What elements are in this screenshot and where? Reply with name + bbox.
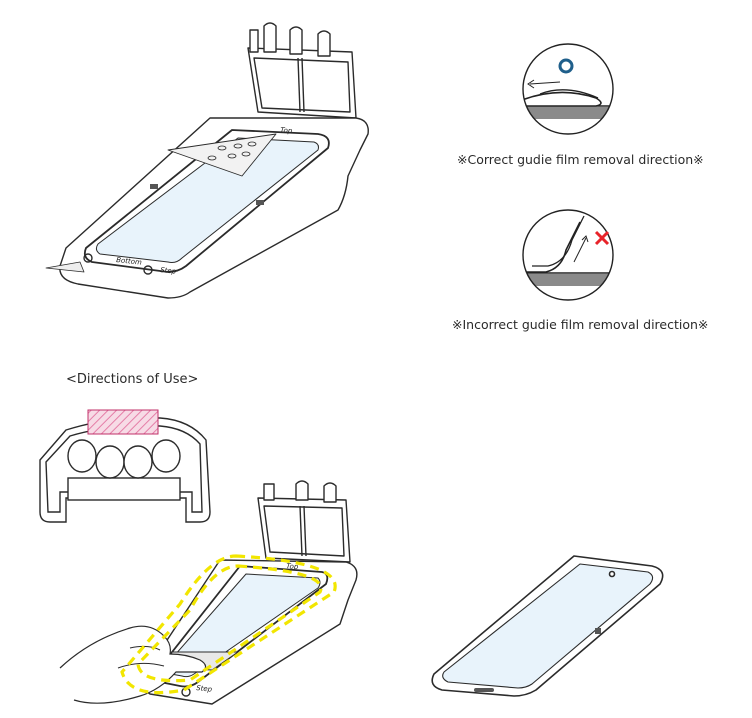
correct-mark-icon <box>558 58 574 74</box>
tray2-step-label: Step <box>196 684 213 694</box>
hatched-contact-area <box>87 409 159 435</box>
incorrect-direction-diagram <box>522 209 614 301</box>
tray-step-label: Step <box>160 266 177 276</box>
tray-bottom-label: Bottom <box>116 256 143 267</box>
phone-screen <box>95 137 319 263</box>
correct-removal-caption: ※Correct gudie film removal direction※ <box>457 152 704 167</box>
incorrect-mark-icon <box>594 230 610 246</box>
grip-hole <box>123 445 153 479</box>
incorrect-removal-caption: ※Incorrect gudie film removal direction※ <box>452 317 709 332</box>
grip-hole <box>151 439 181 473</box>
directions-of-use-heading: <Directions of Use> <box>66 372 199 387</box>
tray-top-illustration <box>45 22 369 299</box>
correct-direction-diagram <box>522 43 614 135</box>
grip-hole <box>67 439 97 473</box>
tray-top-label: Top <box>280 126 293 135</box>
tray-stand <box>247 22 357 119</box>
grip-hole <box>95 445 125 479</box>
grip-diagram <box>39 409 211 523</box>
highlight-dashed-outline <box>120 554 337 695</box>
guide-film <box>167 133 277 177</box>
tray2-top-label: Top <box>286 562 299 571</box>
camera-hole <box>608 570 616 578</box>
finished-phone-illustration <box>431 555 664 697</box>
